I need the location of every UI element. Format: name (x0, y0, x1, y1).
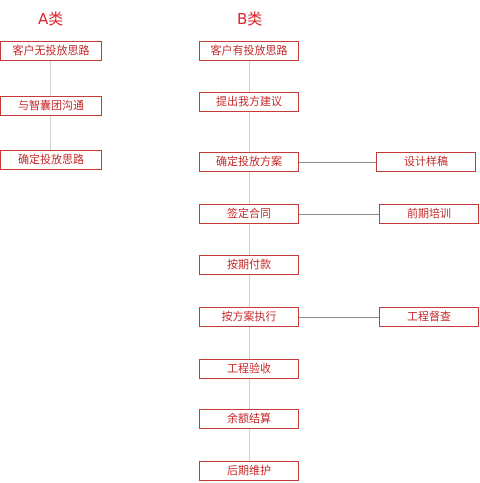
connector-b-5 (249, 275, 250, 307)
connector-side-1 (299, 162, 376, 163)
step-b-6-box: 按方案执行 (199, 307, 299, 327)
step-b-2-box: 提出我方建议 (199, 92, 299, 112)
side-task-3-box: 工程督查 (379, 307, 479, 327)
connector-side-2 (299, 214, 379, 215)
step-a-2-box: 与智囊团沟通 (0, 96, 102, 116)
step-a-3-box: 确定投放思路 (0, 150, 102, 170)
heading-a: A类 (38, 10, 64, 28)
connector-b-1 (249, 61, 250, 92)
connector-b-6 (249, 327, 250, 359)
connector-a-1 (50, 61, 51, 96)
connector-a-2 (50, 116, 51, 150)
step-b-5-box: 按期付款 (199, 255, 299, 275)
connector-b-2 (249, 112, 250, 152)
step-b-4-box: 签定合同 (199, 204, 299, 224)
side-task-1-box: 设计样稿 (376, 152, 476, 172)
connector-b-4 (249, 224, 250, 255)
step-b-3-box: 确定投放方案 (199, 152, 299, 172)
step-b-7-box: 工程验收 (199, 359, 299, 379)
connector-b-7 (249, 379, 250, 409)
step-a-1-box: 客户无投放思路 (0, 41, 102, 61)
connector-b-3 (249, 172, 250, 204)
side-task-2-box: 前期培训 (379, 204, 479, 224)
step-b-9-box: 后期维护 (199, 461, 299, 481)
heading-b: B类 (237, 10, 263, 28)
step-b-8-box: 余额结算 (199, 409, 299, 429)
connector-b-8 (249, 429, 250, 461)
step-b-1-box: 客户有投放思路 (199, 41, 299, 61)
connector-side-3 (299, 317, 379, 318)
